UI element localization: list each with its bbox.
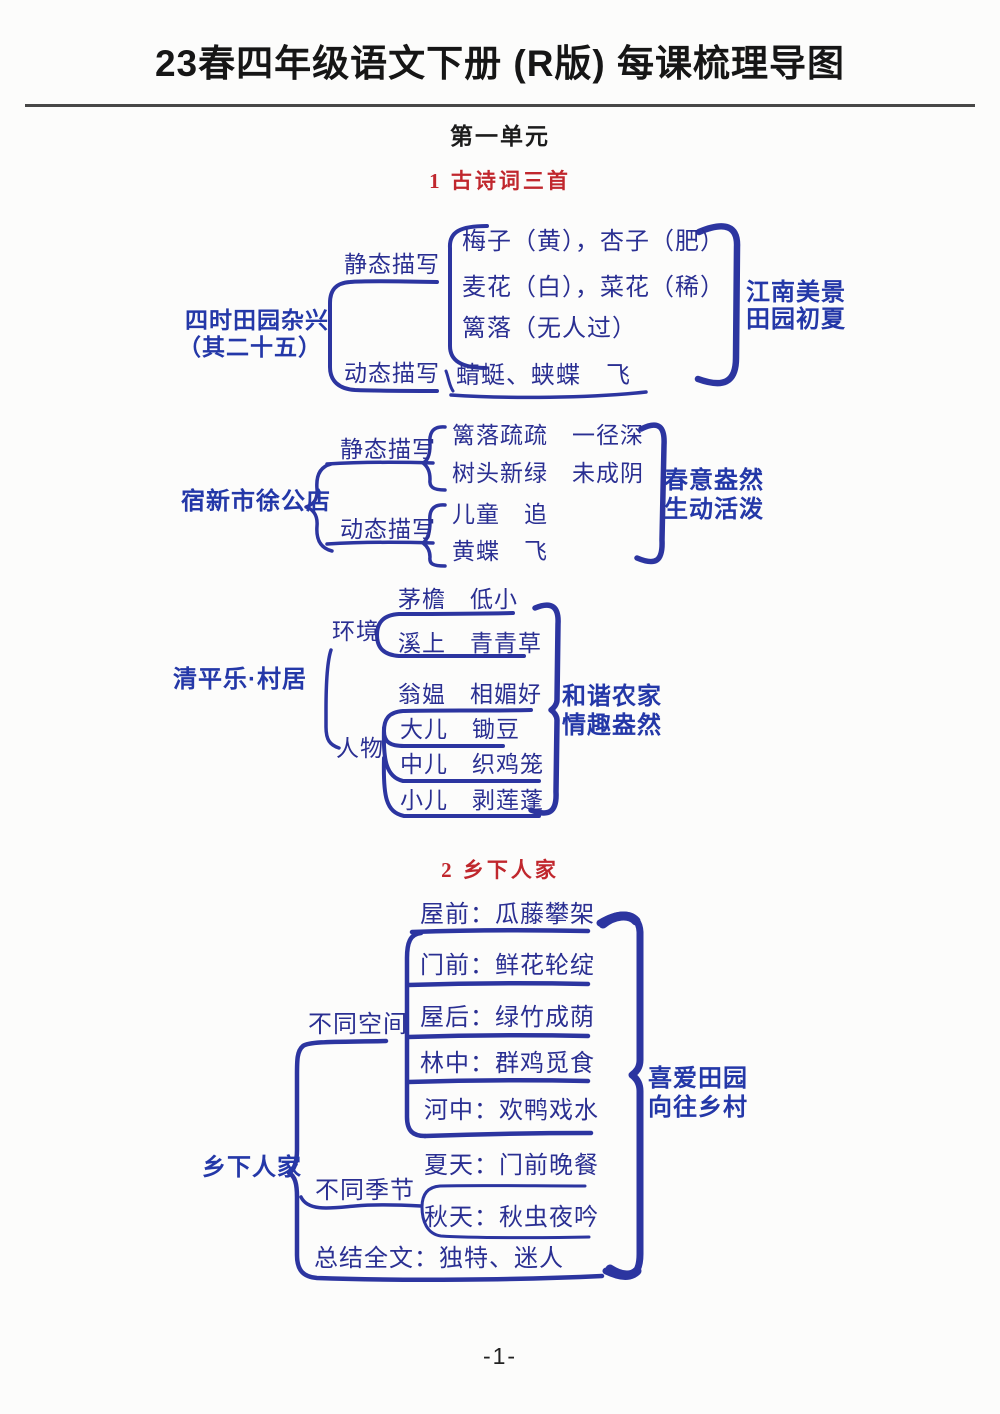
- m1-dynamic-underline: [449, 390, 648, 400]
- m4-item-underline-4: [405, 1078, 591, 1085]
- m3-env-item: 溪上 青青草: [398, 631, 542, 656]
- m4-season-item: 秋天：秋虫夜吟: [424, 1205, 599, 1231]
- m2-title: 宿新市徐公店: [181, 488, 331, 515]
- m4-item-underline-1: [409, 928, 591, 935]
- m1-conclusion-line1: 江南美景: [746, 279, 846, 306]
- m1-title-line2: （其二十五）: [178, 334, 322, 360]
- m1-dynamic-label: 动态描写: [344, 361, 440, 386]
- m2-static-label: 静态描写: [340, 437, 436, 462]
- m4-right-bracket-top-blob: [598, 911, 641, 929]
- m3-people-item: 小儿 剥莲蓬: [400, 788, 544, 813]
- m4-space-item: 河中：欢鸭戏水: [424, 1098, 599, 1124]
- m4-summary: 总结全文：独特、迷人: [314, 1246, 564, 1272]
- m4-conclusion-line1: 喜爱田园: [648, 1065, 748, 1092]
- m4-space-label: 不同空间: [308, 1012, 408, 1038]
- m3-people-label: 人物: [336, 736, 384, 761]
- m4-season-item: 夏天：门前晚餐: [424, 1153, 599, 1179]
- m2-dynamic-item: 黄蝶 飞: [452, 539, 548, 564]
- m3-main-spine: [324, 648, 341, 750]
- m1-static-item: 梅子（黄），杏子（肥）: [462, 229, 725, 255]
- m3-people-item: 中儿 织鸡笼: [400, 752, 544, 777]
- m3-conclusion-line2: 情趣盎然: [562, 712, 662, 739]
- m1-title-line1: 四时田园杂兴: [185, 307, 329, 333]
- m2-dynamic-item: 儿童 追: [452, 502, 548, 527]
- lesson1-heading: 1 古诗词三首: [429, 169, 571, 193]
- m4-space-item: 门前：鲜花轮绽: [420, 953, 595, 979]
- page-title: 23春四年级语文下册 (R版) 每课梳理导图: [154, 43, 846, 84]
- m4-conclusion-line2: 向往乡村: [648, 1094, 748, 1121]
- m2-conclusion-line2: 生动活泼: [664, 496, 764, 523]
- m1-static-item: 篱落（无人过）: [462, 316, 637, 342]
- m1-static-label: 静态描写: [344, 252, 440, 277]
- m4-right-bracket-bottom-blob: [605, 1264, 642, 1280]
- m1-conclusion-line2: 田园初夏: [746, 306, 846, 333]
- m4-right-bracket: [596, 911, 644, 1281]
- m4-item-underline-2: [405, 981, 591, 988]
- m1-static-item: 麦花（白），菜花（稀）: [462, 275, 725, 301]
- m3-people-item: 翁媪 相媚好: [398, 682, 542, 707]
- m1-dynamic-item: 蜻蜓、蛱蝶 飞: [456, 363, 631, 389]
- lesson2-heading: 2 乡下人家: [441, 858, 559, 882]
- m3-people-item: 大儿 锄豆: [400, 717, 520, 742]
- header-divider: [25, 104, 975, 107]
- unit-heading: 第一单元: [450, 123, 550, 149]
- m1-dynamic-tick: [444, 369, 455, 393]
- m4-space-item: 屋后：绿竹成荫: [420, 1005, 595, 1031]
- m2-static-item: 树头新绿 未成阴: [452, 461, 644, 486]
- m2-conclusion-line1: 春意盎然: [664, 467, 764, 494]
- m4-space-item: 屋前：瓜藤攀架: [420, 902, 595, 928]
- m2-static-item: 篱落疏疏 一径深: [452, 423, 644, 448]
- m3-title: 清平乐·村居: [173, 666, 307, 693]
- m2-dynamic-label: 动态描写: [340, 517, 436, 542]
- m4-item-underline-5: [422, 1130, 594, 1139]
- page-number: -1-: [482, 1343, 518, 1369]
- m3-conclusion-line1: 和谐农家: [562, 683, 662, 710]
- m3-env-label: 环境: [332, 619, 380, 644]
- m4-title: 乡下人家: [202, 1154, 302, 1181]
- m4-space-item: 林中：群鸡觅食: [420, 1051, 595, 1077]
- m3-env-item: 茅檐 低小: [398, 587, 518, 612]
- m4-season-label: 不同季节: [315, 1178, 415, 1204]
- m4-item-underline-3: [405, 1033, 591, 1040]
